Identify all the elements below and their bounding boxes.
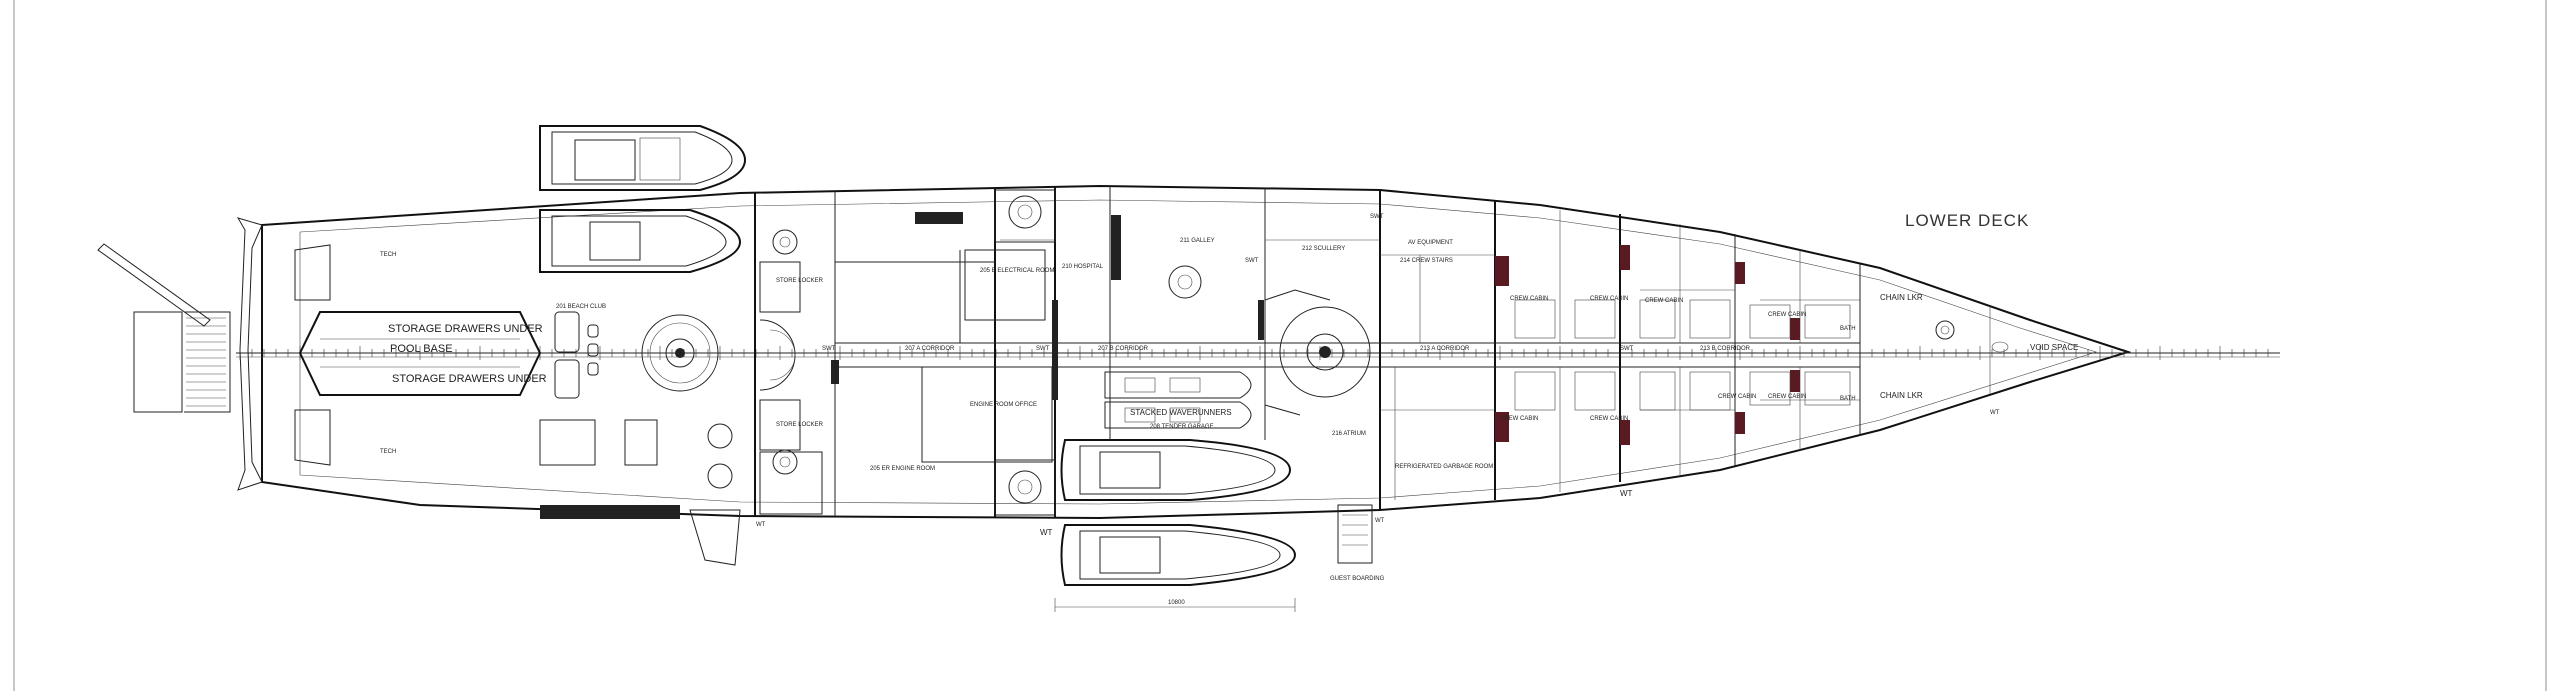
label-swt-2: SWT — [1036, 346, 1050, 352]
label-corridor-207b: 207 B CORRIDOR — [1098, 346, 1149, 352]
label-pool-storage-bottom: STORAGE DRAWERS UNDER — [392, 373, 547, 385]
tender-upper-aft — [539, 125, 747, 191]
label-crew-cabin-6: CREW CABIN — [1590, 416, 1628, 422]
label-engine-room: 205 ER ENGINE ROOM — [870, 466, 935, 472]
label-swt-3: SWT — [1370, 214, 1384, 220]
label-av-equipment: AV EQUIPMENT — [1408, 240, 1453, 246]
label-pool-storage-top: STORAGE DRAWERS UNDER — [388, 323, 543, 335]
label-wt-4: WT — [1620, 489, 1633, 498]
fans-and-fittings — [707, 195, 2009, 504]
label-crew-cabin-1: CREW CABIN — [1510, 296, 1548, 302]
tender-garage-1 — [1060, 439, 1292, 501]
label-bath-2: BATH — [1840, 396, 1856, 402]
label-hospital: 210 HOSPITAL — [1062, 264, 1104, 270]
centerline — [236, 352, 2280, 358]
label-electrical-room: 205 E ELECTRICAL ROOM — [980, 268, 1054, 274]
label-beach-club: 201 BEACH CLUB — [556, 304, 606, 310]
label-wt-3: WT — [1375, 518, 1385, 524]
label-crew-stairs: 214 CREW STAIRS — [1400, 258, 1453, 264]
waverunners — [1104, 371, 1252, 429]
label-chain-locker-lower: CHAIN LKR — [1880, 391, 1923, 400]
label-tender-garage: 208 TENDER GARAGE — [1150, 424, 1214, 430]
label-refrigerated: REFRIGERATED GARBAGE ROOM — [1395, 464, 1493, 470]
pool — [298, 311, 542, 396]
label-tech-upper: TECH — [380, 252, 396, 258]
label-galley: 211 GALLEY — [1180, 238, 1215, 244]
boarding-ladder — [133, 311, 183, 413]
side-shell-door — [689, 509, 741, 566]
dimension-line — [1054, 598, 1296, 612]
label-crew-cabin-5: CREW CABIN — [1500, 416, 1538, 422]
label-tech-lower: TECH — [380, 449, 396, 455]
room-labels: LOWER DECK STORAGE DRAWERS UNDER POOL BA… — [380, 211, 2078, 606]
label-pool-base: POOL BASE — [390, 343, 453, 355]
tender-garage-2 — [1060, 524, 1297, 586]
label-dimension: 10800 — [1168, 600, 1185, 606]
label-store-locker-upper: STORE LOCKER — [776, 278, 824, 284]
label-wt-1: WT — [756, 522, 766, 528]
label-bath-1: BATH — [1840, 326, 1856, 332]
label-corridor-207a: 207 A CORRIDOR — [905, 346, 955, 352]
label-corridor-213b: 213 B CORRIDOR — [1700, 346, 1751, 352]
label-chain-locker-upper: CHAIN LKR — [1880, 293, 1923, 302]
label-void-space: VOID SPACE — [2030, 343, 2078, 352]
guest-boarding-hatch — [1337, 504, 1373, 564]
label-crew-cabin-2: CREW CABIN — [1590, 296, 1628, 302]
label-engine-office: ENGINE ROOM OFFICE — [970, 402, 1037, 408]
passerelle — [97, 243, 211, 327]
tender-upper-mid — [539, 209, 742, 273]
label-crew-cabin-4: CREW CABIN — [1768, 312, 1806, 318]
label-wt-5: WT — [1990, 410, 2000, 416]
spiral-stairs — [641, 289, 1371, 416]
bulkheads — [298, 186, 1991, 518]
label-swt-4: SWT — [1245, 258, 1259, 264]
label-store-locker-lower: STORE LOCKER — [776, 422, 824, 428]
label-atrium: 216 ATRIUM — [1332, 431, 1366, 437]
label-crew-cabin-7: CREW CABIN — [1718, 394, 1756, 400]
label-wt-2: WT — [1040, 528, 1053, 537]
label-crew-cabin-3: CREW CABIN — [1645, 298, 1683, 304]
label-scullery: 212 SCULLERY — [1302, 246, 1345, 252]
label-swt-5: SWT — [1620, 346, 1634, 352]
fender-rack — [540, 505, 680, 519]
crew-berths — [1514, 299, 1851, 411]
equipment-blocks — [831, 212, 1800, 445]
label-stacked-waverunners: STACKED WAVERUNNERS — [1130, 408, 1232, 417]
beach-club-furniture — [294, 244, 658, 466]
deck-title: LOWER DECK — [1905, 211, 2029, 230]
label-corridor-213a: 213 A CORRIDOR — [1420, 346, 1470, 352]
label-guest-boarding: GUEST BOARDING — [1330, 576, 1385, 582]
label-crew-cabin-8: CREW CABIN — [1768, 394, 1806, 400]
label-swt-1: SWT — [822, 346, 836, 352]
